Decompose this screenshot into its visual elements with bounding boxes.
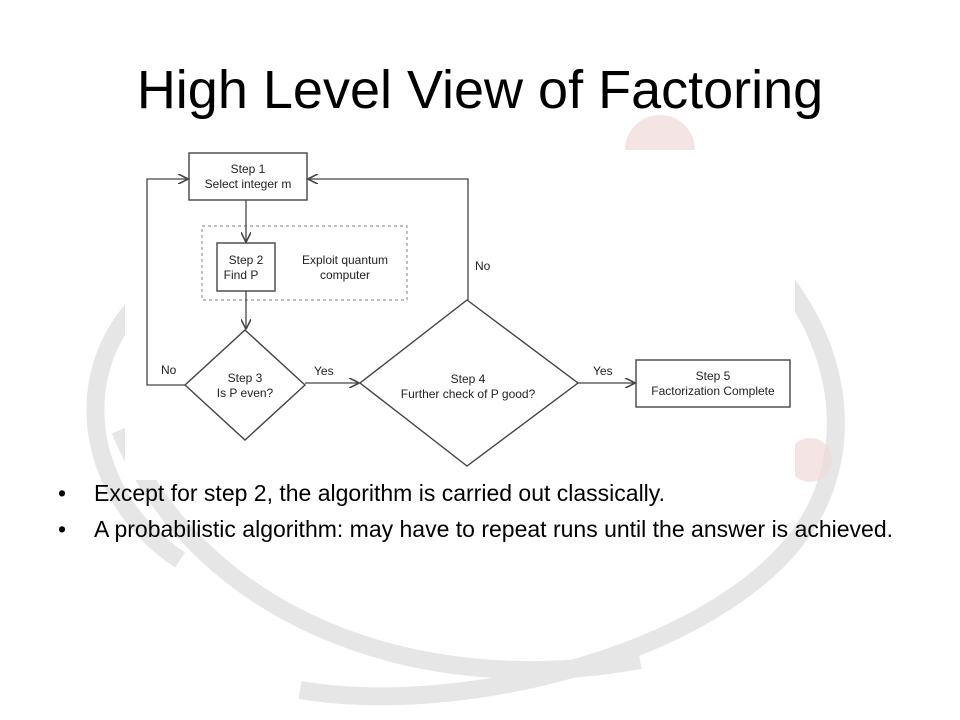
step3-diamond: Step 3 Is P even?: [183, 329, 307, 441]
quantum-region: [201, 225, 408, 301]
step5-label: Step 5: [696, 369, 731, 383]
step1-label: Step 1: [231, 162, 266, 176]
quantum-note-line2: computer: [320, 268, 370, 282]
bullet-marker: •: [58, 480, 67, 506]
flow-connectors: [146, 179, 634, 385]
step4-diamond: Step 4 Further check of P good?: [358, 299, 580, 467]
bullet-item: • Except for step 2, the algorithm is ca…: [58, 480, 918, 507]
bullet-marker: •: [58, 516, 67, 542]
label-yes-step4: Yes: [593, 364, 613, 378]
bullet-item: • A probabilistic algorithm: may have to…: [58, 516, 918, 543]
step4-label: Step 4: [451, 372, 486, 386]
step5-desc: Factorization Complete: [651, 384, 775, 398]
bullet-text: A probabilistic algorithm: may have to r…: [94, 516, 894, 542]
step1-box: Step 1 Select integer m: [188, 152, 308, 201]
step2-label: Step 2: [229, 253, 264, 267]
step3-label: Step 3: [228, 371, 263, 385]
step5-box: Step 5 Factorization Complete: [635, 359, 791, 408]
step2-box: Step 2 Find P: [216, 242, 276, 292]
flowchart-diagram: Step 1 Select integer m Step 2 Find P Ex…: [125, 150, 795, 480]
label-yes-step3: Yes: [314, 364, 334, 378]
bullet-list: • Except for step 2, the algorithm is ca…: [58, 480, 918, 552]
slide-title: High Level View of Factoring: [136, 60, 824, 120]
quantum-note-line1: Exploit quantum: [302, 253, 388, 267]
step4-desc: Further check of P good?: [401, 387, 536, 401]
step1-desc: Select integer m: [205, 177, 292, 191]
bullet-text: Except for step 2, the algorithm is carr…: [94, 480, 665, 506]
label-no-top: No: [475, 259, 491, 273]
step2-desc: Find P: [224, 268, 259, 282]
step3-desc: Is P even?: [217, 386, 274, 400]
label-no-left: No: [161, 363, 177, 377]
